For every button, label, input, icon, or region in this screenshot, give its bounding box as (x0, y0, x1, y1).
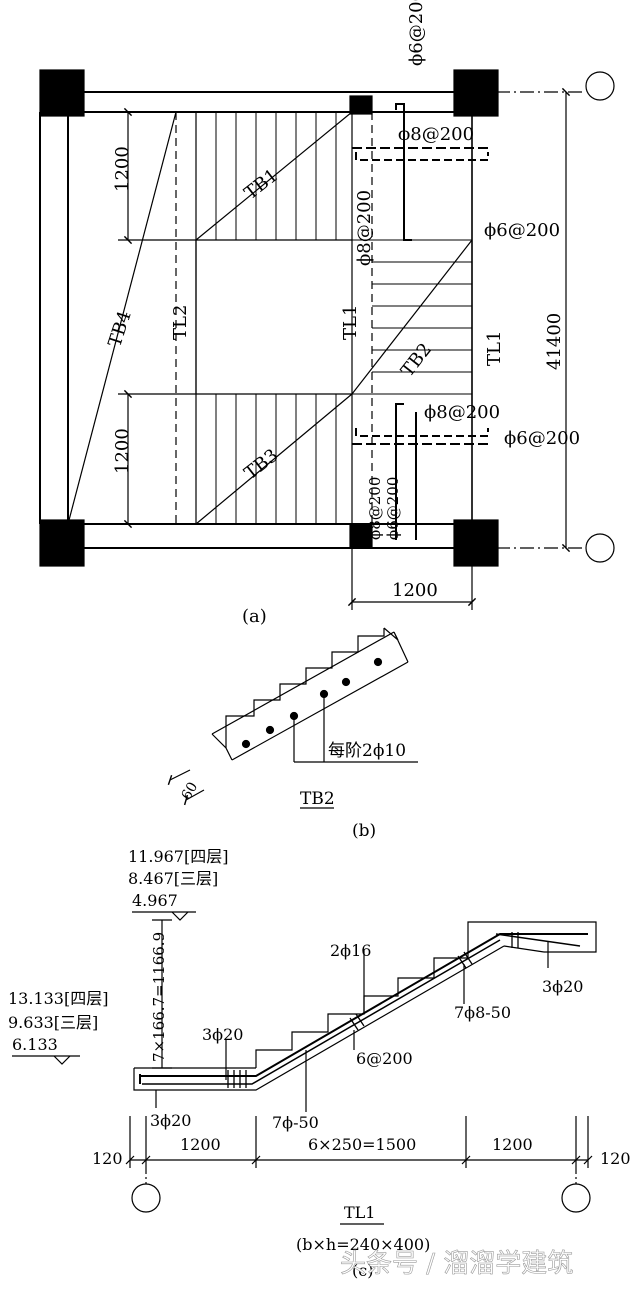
tb2-labels: 每阶2ϕ10 60 TB2 (b) (179, 741, 407, 841)
elev-top-1: 11.967[四层] (128, 847, 228, 866)
rebar-upper-vertical: ϕ8@200 (354, 190, 375, 266)
label-tl1-left: TL1 (340, 305, 361, 340)
label-tb2: TB2 (397, 339, 436, 381)
plan-labels: TB1 TB2 TB3 TB4 TL2 TL1 TL1 ϕ6@200 ϕ8@20… (104, 0, 580, 627)
tl1-section (12, 911, 597, 1225)
watermark: 头条号 / 溜溜学建筑 (340, 1249, 573, 1279)
label-tl2: TL2 (170, 305, 191, 340)
rebar-top-beam: ϕ6@200 (406, 0, 427, 66)
dim-lower-flight: 1200 (112, 428, 133, 474)
tb1-treads (215, 112, 337, 240)
rebar-3phi20-left-top: 3ϕ20 (202, 1025, 243, 1044)
rebar-6at200: 6@200 (356, 1049, 413, 1068)
tl1-title: TL1 (344, 1203, 375, 1222)
dim-total-height: 41400 (544, 313, 565, 370)
tb3-treads (215, 394, 337, 524)
column-bottom-right (453, 519, 499, 567)
column-mid-bottom (349, 523, 373, 549)
elev-top-3: 4.967 (132, 891, 178, 910)
rebar-lower-vertical-a: ϕ8@200 (366, 477, 384, 540)
dim-120-left: 120 (92, 1149, 123, 1168)
rebar-right-mid: ϕ6@200 (484, 220, 560, 241)
tb2-callout: 每阶2ϕ10 (328, 741, 406, 761)
rebar-upper-hook: ϕ8@200 (398, 124, 474, 145)
tb2-title: TB2 (300, 789, 335, 809)
rebar-7phi-50: 7ϕ-50 (272, 1113, 319, 1132)
label-tl1-right: TL1 (484, 331, 505, 366)
caption-c: (c) (352, 1261, 373, 1280)
column-top-right (453, 69, 499, 117)
elev-left-3: 6.133 (12, 1035, 58, 1054)
column-mid-top (349, 95, 373, 115)
dim-120-right: 120 (600, 1149, 631, 1168)
elev-top-2: 8.467[三层] (128, 869, 218, 888)
tl1-subtitle: (b×h=240×400) (296, 1235, 430, 1254)
grid-bubble-right (561, 1183, 591, 1213)
dim-flight: 6×250=1500 (308, 1135, 416, 1154)
dim-upper-flight: 1200 (112, 146, 133, 192)
height-dim: 7×166.7=1166.9 (150, 932, 168, 1062)
caption-b: (b) (352, 821, 376, 841)
grid-bubble-top (585, 71, 615, 101)
rebar-7phi8-50: 7ϕ8-50 (454, 1003, 511, 1022)
rebar-2phi16: 2ϕ16 (330, 941, 371, 960)
grid-bubble-left (131, 1183, 161, 1213)
rebar-lower-vertical-b: ϕ6@200 (384, 477, 402, 540)
tb2-section (167, 627, 418, 809)
elev-left-1: 13.133[四层] (8, 989, 108, 1008)
dim-bottom-landing: 1200 (392, 580, 438, 601)
stair-plan (39, 69, 615, 610)
caption-a: (a) (242, 606, 267, 627)
tb2-thickness: 60 (179, 779, 202, 802)
dim-1200-left: 1200 (180, 1135, 221, 1154)
column-bottom-left (39, 519, 85, 567)
label-tb4: TB4 (104, 308, 135, 349)
grid-bubble-bottom (585, 533, 615, 563)
rebar-3phi20-left-bottom: 3ϕ20 (150, 1111, 191, 1130)
dim-1200-right: 1200 (492, 1135, 533, 1154)
rebar-right-lower: ϕ6@200 (504, 428, 580, 449)
column-top-left (39, 69, 85, 117)
tl1-labels: 11.967[四层] 8.467[三层] 4.967 13.133[四层] 9.… (8, 847, 631, 1280)
rebar-lower-hook: ϕ8@200 (424, 402, 500, 423)
elev-left-2: 9.633[三层] (8, 1013, 98, 1032)
rebar-3phi20-right: 3ϕ20 (542, 977, 583, 996)
